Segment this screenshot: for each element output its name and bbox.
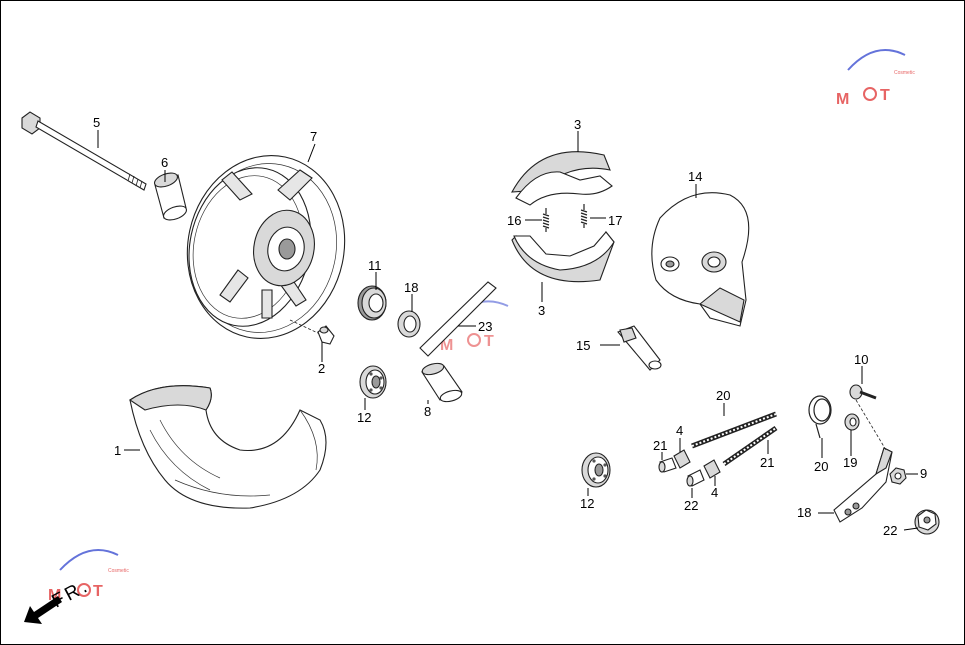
callout-9: 9 bbox=[920, 466, 927, 481]
callout-6: 6 bbox=[161, 155, 168, 170]
part-bearing-left bbox=[359, 365, 387, 399]
part-wheel-rim bbox=[186, 155, 346, 339]
callout-21-lower: 22 bbox=[684, 498, 698, 513]
callout-12-right: 12 bbox=[580, 496, 594, 511]
callout-2: 2 bbox=[318, 361, 325, 376]
part-brake-cam bbox=[617, 325, 662, 371]
callout-17: 19 bbox=[843, 455, 857, 470]
part-brake-shoe-upper bbox=[511, 151, 613, 206]
callout-labels: 5 6 7 3 3 16 17 14 11 18 23 2 15 10 1 12… bbox=[93, 115, 927, 538]
callout-15-left: 16 bbox=[507, 213, 521, 228]
callout-19: 20 bbox=[814, 459, 828, 474]
callout-11: 11 bbox=[368, 258, 382, 273]
front-direction-arrow: FR. bbox=[24, 575, 93, 624]
part-brake-panel bbox=[651, 192, 750, 327]
part-brake-shoe-lower bbox=[511, 230, 615, 283]
callout-4-upper: 4 bbox=[676, 423, 683, 438]
part-axle-bolt bbox=[21, 111, 147, 191]
part-pin-lower bbox=[703, 459, 721, 479]
watermark-text-right: T bbox=[880, 87, 890, 104]
callout-20-upper: 20 bbox=[716, 388, 730, 403]
part-distance-collar bbox=[421, 362, 463, 403]
part-bolt-10 bbox=[849, 384, 877, 400]
part-flange-nut bbox=[914, 509, 940, 535]
part-washer-17 bbox=[844, 413, 860, 431]
watermark-tagline-2: Cosmetic bbox=[108, 568, 129, 574]
front-direction-label: FR. bbox=[48, 575, 93, 612]
leader-lines bbox=[97, 130, 919, 531]
part-collar-spacer bbox=[153, 172, 188, 221]
callout-8: 8 bbox=[424, 404, 431, 419]
callout-13: 14 bbox=[688, 169, 702, 184]
callout-23: 23 bbox=[478, 319, 492, 334]
callout-3-lower: 3 bbox=[538, 303, 545, 318]
part-nut-9 bbox=[889, 467, 907, 485]
watermark-logo-bottom: M T Cosmetic bbox=[48, 549, 129, 604]
watermark-text-right-3: T bbox=[484, 333, 494, 350]
part-bearing-right bbox=[581, 452, 611, 488]
part-adjuster-rod-upper bbox=[691, 411, 777, 449]
callout-20-lower: 21 bbox=[760, 455, 774, 470]
watermark-tagline: Cosmetic bbox=[894, 70, 915, 76]
callout-12-left: 12 bbox=[357, 410, 371, 425]
part-bolt-upper bbox=[658, 457, 677, 473]
callout-7: 7 bbox=[310, 129, 317, 144]
callout-14: 15 bbox=[576, 338, 590, 353]
part-brake-spring-right bbox=[580, 204, 588, 228]
part-pin-upper bbox=[673, 449, 691, 469]
callout-22: 22 bbox=[883, 523, 897, 538]
part-bolt-lower bbox=[686, 469, 705, 487]
callout-16: 18 bbox=[404, 280, 418, 295]
callout-18: 18 bbox=[797, 505, 811, 520]
part-tire-valve bbox=[317, 325, 335, 345]
part-torsion-spring bbox=[808, 395, 832, 439]
part-washer bbox=[397, 310, 421, 338]
part-tire bbox=[129, 385, 327, 509]
watermark-text-right-2: T bbox=[93, 583, 103, 600]
callout-4-lower: 4 bbox=[711, 485, 718, 500]
callout-15-right: 17 bbox=[608, 213, 622, 228]
callout-21-upper: 21 bbox=[653, 438, 667, 453]
callout-5: 5 bbox=[93, 115, 100, 130]
part-brake-spring-left bbox=[542, 208, 550, 232]
watermark-text-left: M bbox=[836, 91, 849, 108]
part-brake-arm bbox=[833, 399, 893, 523]
part-oil-seal bbox=[357, 285, 387, 321]
part-adjuster-rod-lower bbox=[722, 425, 778, 467]
callout-1: 1 bbox=[114, 443, 121, 458]
watermark-logo-top: M T Cosmetic bbox=[836, 49, 915, 108]
callout-10: 10 bbox=[854, 352, 868, 367]
callout-3-upper: 3 bbox=[574, 117, 581, 132]
part-strip bbox=[419, 281, 497, 357]
